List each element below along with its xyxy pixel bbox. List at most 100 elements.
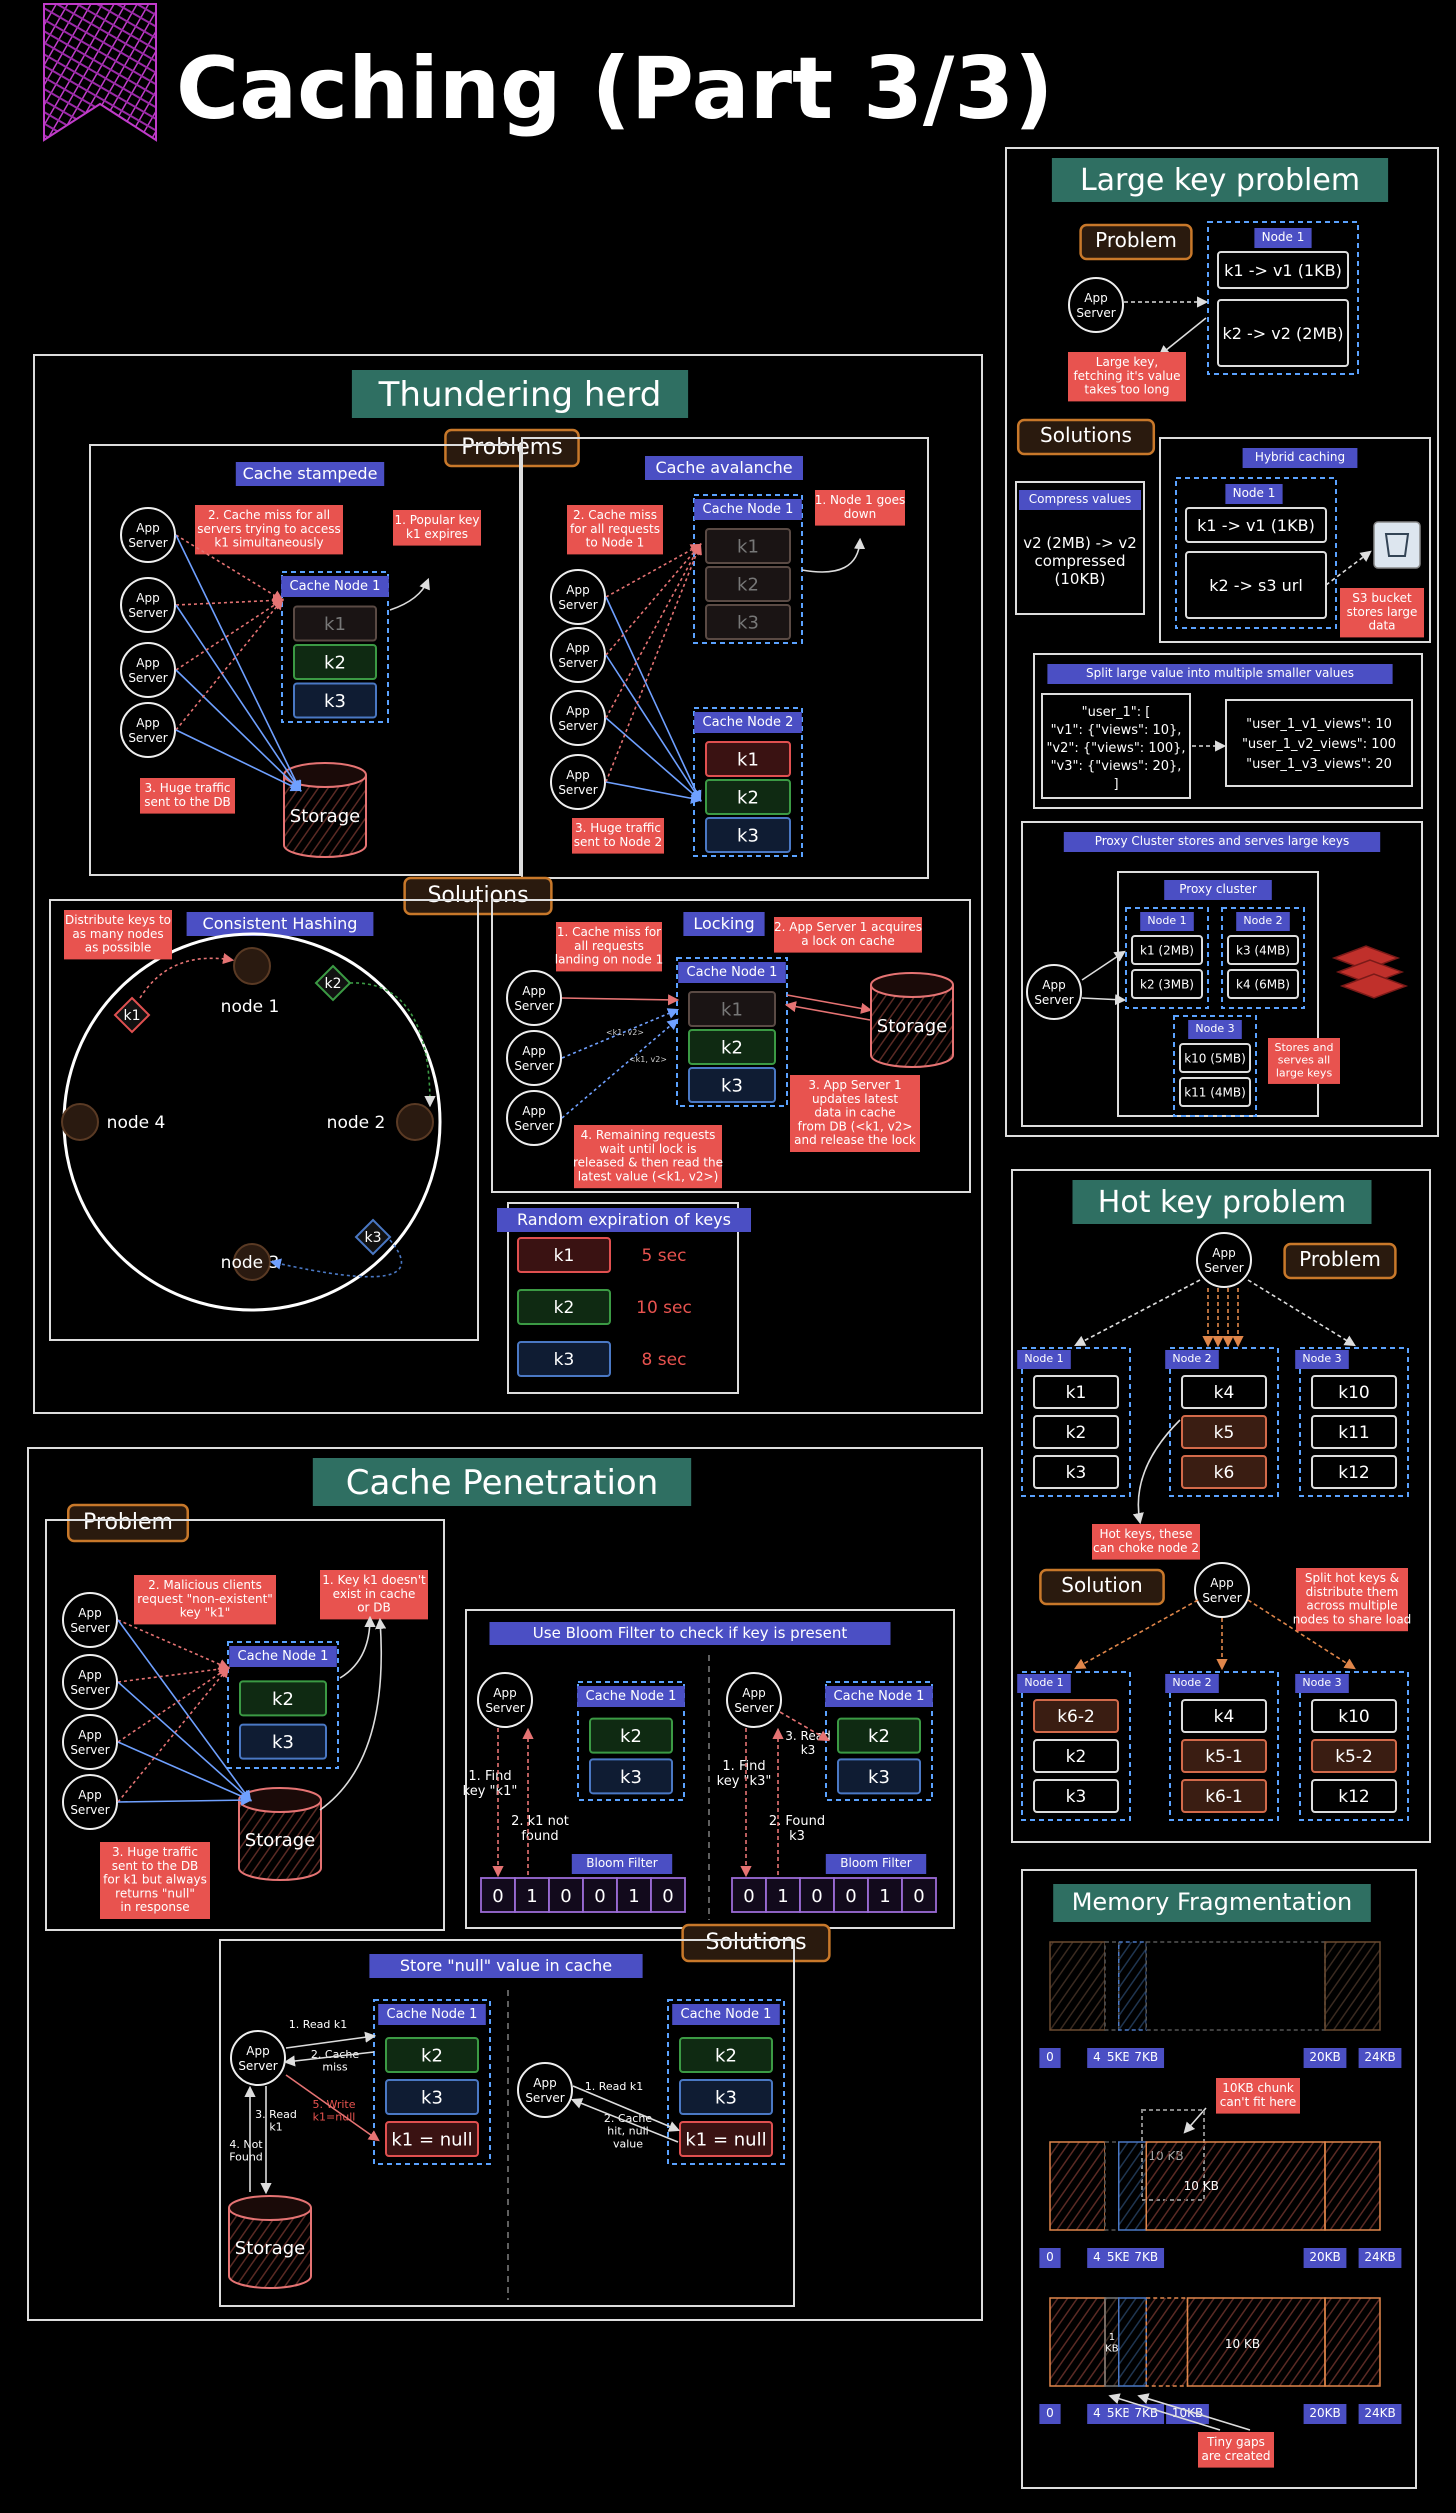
hot-key-note1-text: can choke node 2 — [1093, 1541, 1199, 1555]
bloom-left-bit-value: 0 — [492, 1886, 503, 1907]
hybrid-title-text: Hybrid caching — [1255, 450, 1345, 464]
cache-penetration-frame — [27, 1447, 983, 2321]
hot-top-key-label: k10 — [1338, 1383, 1369, 1403]
large-key-title: Large key problem — [1080, 163, 1360, 198]
bloom-left-cache-node-key — [589, 1717, 673, 1754]
locking-frame — [491, 899, 971, 1193]
penetration-cache-node-key-label: k2 — [272, 1689, 294, 1710]
locking-note3-text: and release the lock — [794, 1133, 916, 1147]
consistent-note-text: as possible — [85, 941, 152, 955]
random-title — [497, 1208, 751, 1232]
hot-top-node-title — [1165, 1350, 1219, 1369]
split-left-box — [1041, 693, 1191, 799]
hybrid-node-title-text: Node 1 — [1233, 486, 1276, 500]
large-key-solutions-label — [1016, 418, 1156, 456]
consistent-note-text: Distribute keys to — [65, 913, 171, 927]
hot-bottom-key-label: k6-1 — [1205, 1787, 1243, 1807]
proxy-frame — [1021, 821, 1423, 1127]
avalanche-note3 — [572, 818, 664, 854]
hot-top-node-title — [1295, 1350, 1349, 1369]
memory-bar-1-segment — [1104, 1941, 1120, 2031]
proxy-note-text: serves all — [1278, 1054, 1330, 1067]
bloom-left-bit-value: 1 — [526, 1886, 537, 1907]
bloom-left-cache-node-key-label: k3 — [620, 1767, 642, 1788]
ring-node-dot — [233, 947, 271, 985]
memory-note2 — [1198, 2432, 1274, 2468]
hot-key-app-server — [1196, 1232, 1252, 1288]
stampede-note1 — [393, 510, 481, 546]
bloom-left-bit-value: 0 — [662, 1886, 673, 1907]
store-null-hit: hit, null — [607, 2125, 648, 2138]
memory-title: Memory Fragmentation — [1072, 1888, 1353, 1916]
hot-top-node-title-text: Node 2 — [1172, 1352, 1211, 1365]
penetration-note1-text: 1. Key k1 doesn't — [322, 1573, 426, 1587]
hot-key-solution-app-server — [1194, 1562, 1250, 1618]
hot-top-arrow-3 — [1247, 1279, 1356, 1347]
hybrid-node-title — [1225, 484, 1283, 504]
large-key-node — [1207, 221, 1359, 375]
bloom-right-bit-value: 1 — [777, 1886, 788, 1907]
locking-cache-node-key-label: k3 — [721, 1075, 743, 1096]
memory-bar-2-segment — [1145, 2141, 1326, 2231]
bloom-right-find: 1. Find — [722, 1759, 765, 1774]
split-right-text: "user_1_v1_views": 10 — [1246, 717, 1392, 732]
store-null-right-cache-node-title — [672, 2004, 780, 2025]
stampede-db-arrow — [175, 669, 302, 792]
app-server-label: App — [522, 1044, 545, 1058]
ring-node-label: node 2 — [327, 1113, 386, 1133]
penetration-miss-arrow — [117, 1663, 231, 1683]
locking-storage — [870, 972, 954, 998]
hot-bottom-key — [1311, 1739, 1397, 1773]
app-server-label: Server — [514, 1059, 553, 1073]
avalanche-cache-node-1-key-label: k2 — [737, 574, 759, 595]
store-null-title — [369, 1954, 643, 1978]
proxy-node-2-key — [1227, 935, 1299, 965]
app-server-label: Server — [1076, 306, 1115, 320]
large-key-entry2 — [1217, 299, 1349, 367]
memory-bar-1-tick-text: 7KB — [1134, 2050, 1158, 2064]
locking-title-text: Locking — [693, 914, 754, 933]
hot-top-node-title-text: Node 1 — [1024, 1352, 1063, 1365]
app-server-label: App — [136, 591, 159, 605]
stampede-title-text: Cache stampede — [243, 464, 378, 483]
bloom-title — [489, 1622, 891, 1645]
penetration-solutions-label — [681, 1923, 831, 1963]
consistent-title-text: Consistent Hashing — [203, 914, 358, 933]
proxy-node-3-key-label: k10 (5MB) — [1184, 1051, 1246, 1065]
memory-bar-3-tick-text: 20KB — [1309, 2406, 1340, 2420]
hot-top-key — [1033, 1455, 1119, 1489]
proxy-node-2-key-label: k3 (4MB) — [1236, 943, 1290, 957]
memory-bar-2-tick — [1100, 2248, 1137, 2268]
hot-key-solution-label — [1039, 1568, 1165, 1606]
store-null-left-cache-node-key-label: k1 = null — [391, 2129, 472, 2150]
app-server-label: App — [522, 1104, 545, 1118]
hot-key-note2-text: distribute them — [1306, 1585, 1399, 1599]
stampede-note2 — [195, 505, 343, 555]
app-server-label: Server — [238, 2059, 277, 2073]
stampede-miss-arrow — [175, 534, 284, 602]
bloom-left-find: key "k1" — [463, 1784, 518, 1799]
ring-node-dot — [396, 1103, 434, 1141]
penetration-solutions-label-text: Solutions — [705, 1930, 806, 1955]
penetration-cache-node — [227, 1641, 339, 1769]
memory-bar-1-tick-text: 0 — [1046, 2050, 1054, 2064]
bloom-right-bit-value: 0 — [743, 1886, 754, 1907]
avalanche-cache-node-1-key-label: k1 — [737, 536, 759, 557]
bloom-title-text: Use Bloom Filter to check if key is pres… — [533, 1624, 848, 1642]
bloom-right-bit-value: 0 — [913, 1886, 924, 1907]
memory-bar-3-segment — [1186, 2297, 1326, 2387]
locking-note3-text: from DB (<k1, v2> — [798, 1119, 913, 1133]
hybrid-entry2-label: k2 -> s3 url — [1209, 576, 1303, 595]
memory-bar-2-tick-text: 5KB — [1107, 2250, 1131, 2264]
locking-app-server — [506, 1030, 562, 1086]
store-null-left-cache-node-key — [385, 2121, 479, 2157]
avalanche-cache-node-2-title — [694, 712, 802, 733]
locking-storage — [870, 985, 954, 1068]
split-title — [1047, 664, 1393, 684]
store-null-storage — [228, 2195, 312, 2221]
hybrid-note-text: stores large — [1347, 605, 1418, 619]
store-null-right-cache-node-title-text: Cache Node 1 — [681, 2007, 772, 2022]
proxy-node-2-title-text: Node 2 — [1243, 914, 1282, 927]
avalanche-note1 — [815, 490, 905, 526]
locking-cache-node-key-label: k1 — [721, 999, 743, 1020]
